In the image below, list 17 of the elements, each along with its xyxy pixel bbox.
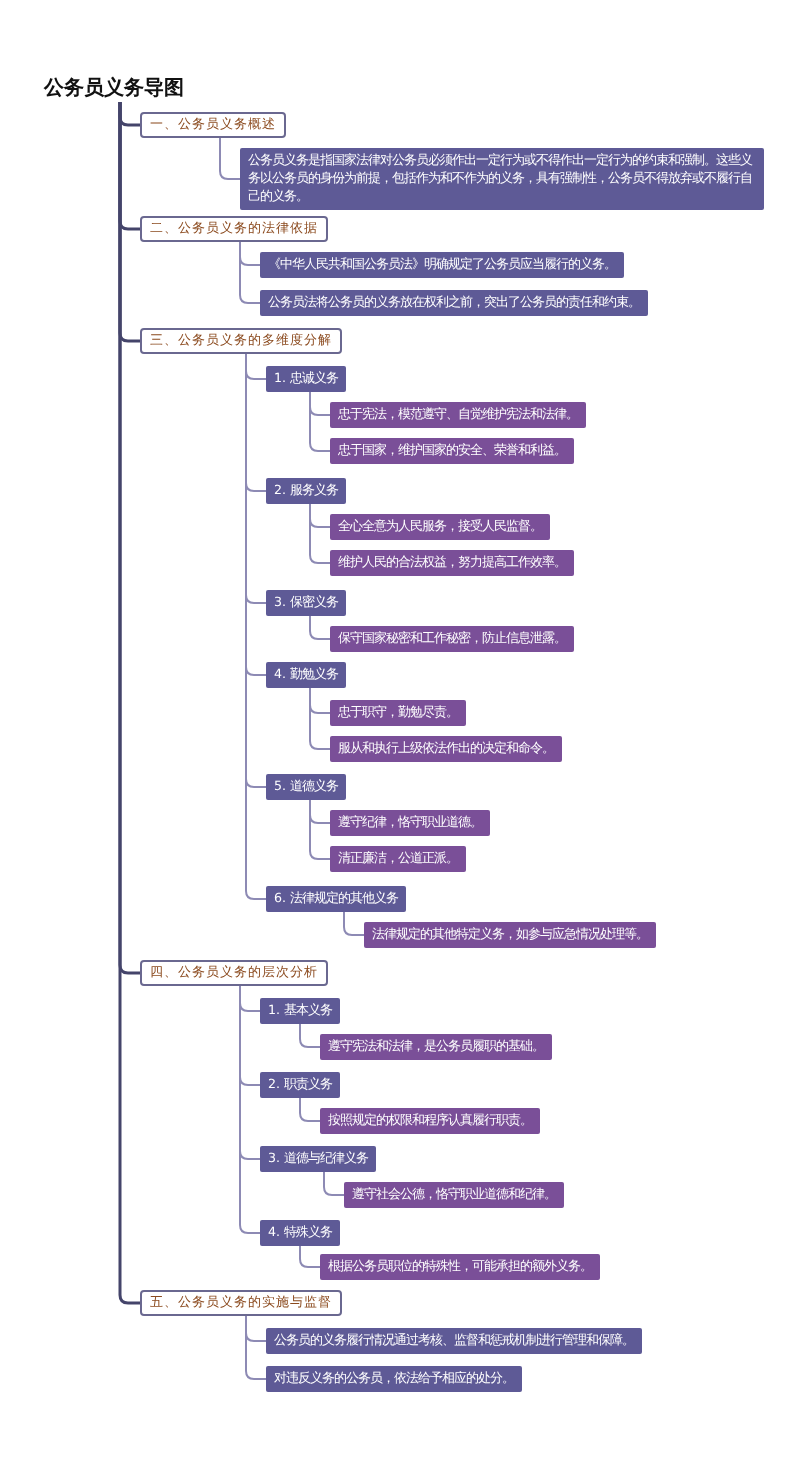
connector-line: [309, 615, 331, 640]
map-title: 公务员义务导图: [44, 76, 184, 102]
connector-line: [245, 1315, 267, 1380]
connector-line: [219, 137, 241, 180]
connector-line: [239, 241, 261, 304]
connector-line: [309, 799, 331, 860]
connector-line: [239, 985, 261, 1234]
connector-line: [299, 1245, 321, 1268]
connector-line: [343, 911, 365, 936]
connector-line: [323, 1171, 345, 1196]
connector-line: [309, 503, 331, 564]
connector-line: [299, 1023, 321, 1048]
connector-line: [309, 391, 331, 452]
connector-line: [118, 102, 140, 1305]
connector-line: [299, 1097, 321, 1122]
connector-line: [309, 687, 331, 750]
connector-line: [245, 353, 267, 900]
